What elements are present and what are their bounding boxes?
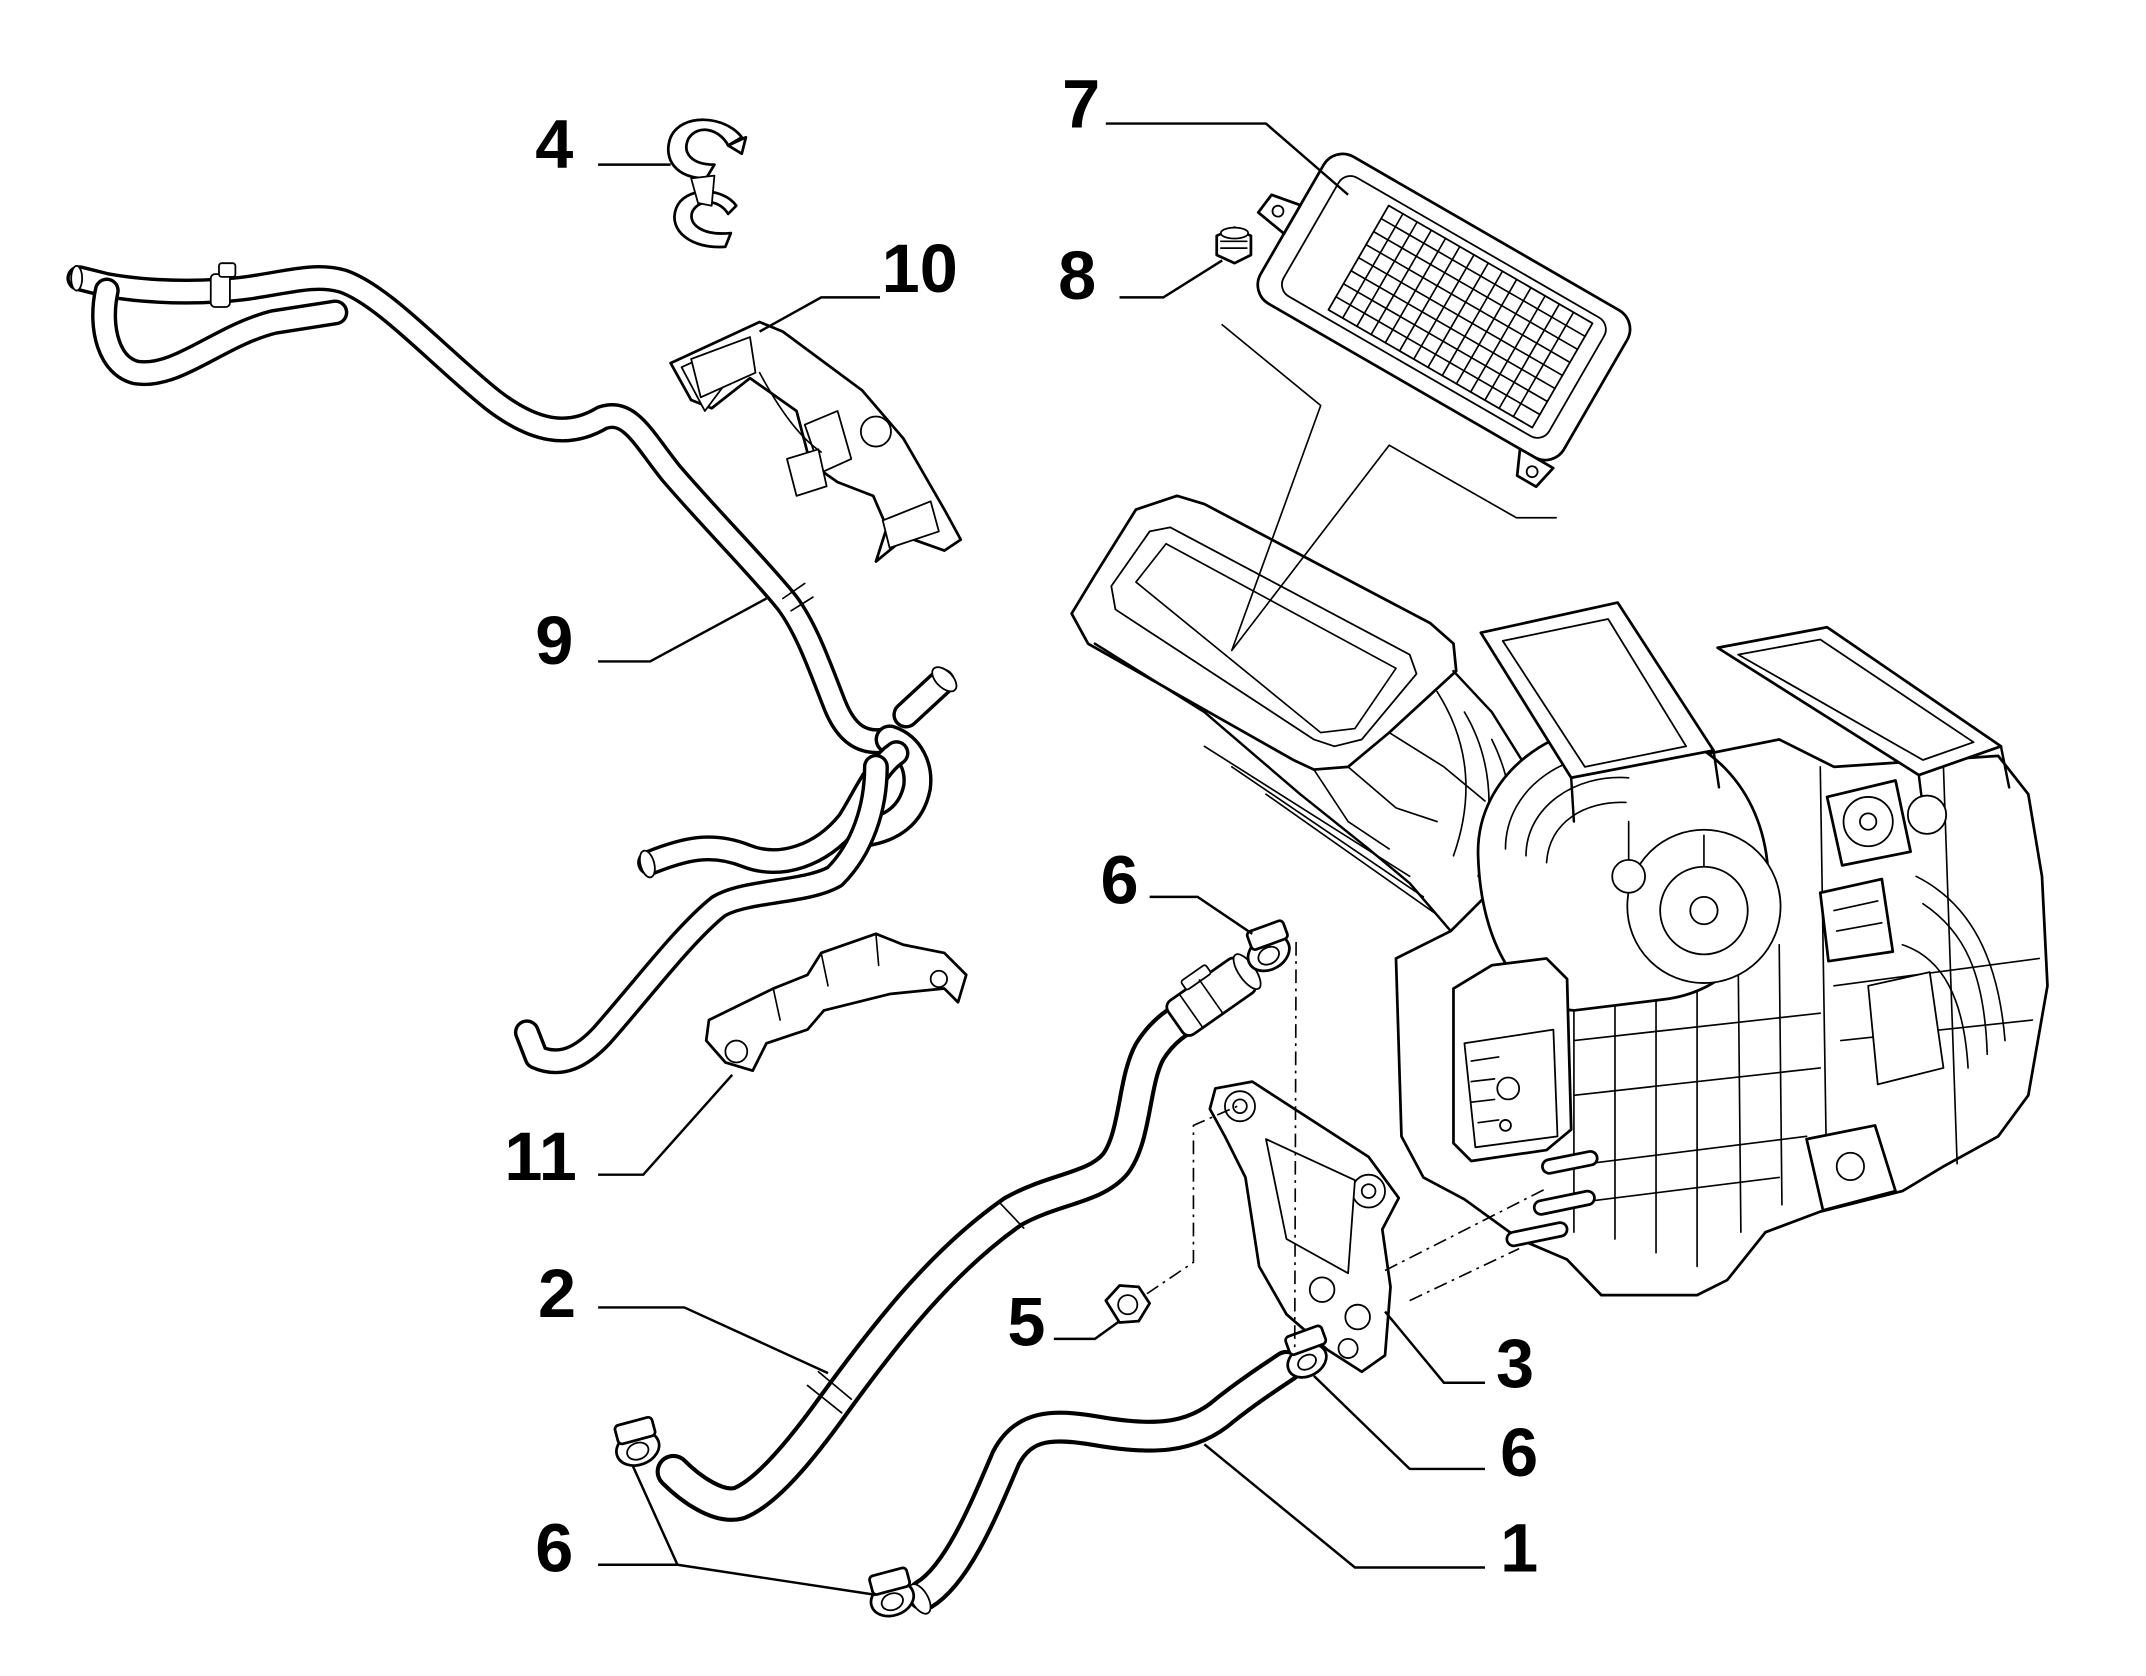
assembly-lines xyxy=(1146,942,1547,1349)
bracket-10 xyxy=(669,320,963,563)
hvac-housing xyxy=(1070,494,2049,1297)
actuator-middle xyxy=(1818,877,1895,963)
heater-pipes xyxy=(1505,1150,1599,1248)
leader-9 xyxy=(598,597,768,663)
nut-5 xyxy=(1104,1284,1152,1324)
leader-3 xyxy=(1384,1310,1485,1384)
clamp-6-left xyxy=(613,1415,661,1467)
hose-9 xyxy=(66,262,958,1075)
callout-5: 5 xyxy=(1007,1284,1045,1361)
leader-1 xyxy=(1203,1443,1485,1569)
air-filter xyxy=(1256,152,1632,489)
valve xyxy=(1165,953,1262,1037)
callout-4: 4 xyxy=(535,105,573,182)
clamp-6-right xyxy=(1284,1324,1328,1379)
callout-6-upper: 6 xyxy=(1101,842,1139,919)
leader-6-upper xyxy=(1149,895,1253,935)
leader-2 xyxy=(598,1306,829,1375)
callout-9: 9 xyxy=(535,602,573,679)
callout-1: 1 xyxy=(1500,1510,1538,1587)
leader-10 xyxy=(758,296,881,333)
leader-6-left xyxy=(598,1464,877,1597)
leader-7 xyxy=(1105,122,1349,196)
callout-6-right: 6 xyxy=(1500,1414,1538,1491)
actuator-lower xyxy=(1805,1124,1897,1212)
clamp-6-bottom xyxy=(868,1566,916,1618)
leader-lines xyxy=(598,122,1485,1597)
callout-11: 11 xyxy=(504,1118,576,1195)
callouts: 4 10 7 8 9 6 11 2 5 3 6 1 6 xyxy=(504,66,1538,1587)
clip-4 xyxy=(666,118,748,249)
filter-grid xyxy=(1327,204,1594,429)
nut-8 xyxy=(1215,226,1253,265)
hose-2 xyxy=(655,953,1262,1522)
callout-2: 2 xyxy=(538,1255,576,1332)
leader-6-right xyxy=(1313,1374,1485,1471)
leader-11 xyxy=(598,1073,734,1176)
filter-position-lines xyxy=(1221,323,1557,652)
leader-8 xyxy=(1119,259,1223,299)
callout-6-left: 6 xyxy=(535,1510,573,1587)
bracket-3 xyxy=(1208,1080,1401,1374)
actuator-upper xyxy=(1825,779,1948,867)
hose-1 xyxy=(907,1349,1303,1615)
callout-7: 7 xyxy=(1062,66,1100,143)
bracket-11 xyxy=(704,932,968,1073)
clamp-6-upper xyxy=(1245,919,1291,973)
callout-10: 10 xyxy=(882,230,958,307)
leader-5 xyxy=(1053,1320,1121,1341)
callout-8: 8 xyxy=(1058,237,1096,314)
callout-3: 3 xyxy=(1496,1325,1534,1402)
